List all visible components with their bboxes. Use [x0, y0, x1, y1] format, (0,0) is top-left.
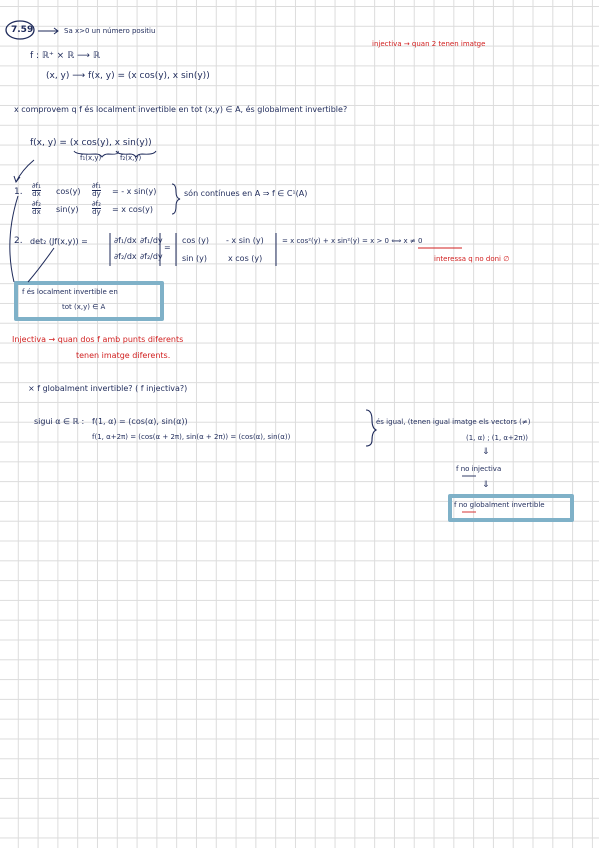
partial-f1-x: ∂f₁ dx — [32, 183, 41, 198]
jacobian-det-label: det₂ (Jf(x,y)) = — [30, 237, 88, 246]
vector-pair: (1, α) ; (1, α+2π)) — [466, 434, 529, 442]
jacobian-partial-11: ∂f₁/dx — [114, 236, 137, 245]
step2-to-conclusion-arrow — [27, 247, 55, 283]
partial-f1-y-value: = - x sin(y) — [112, 187, 157, 196]
partial-f2-y-den: dy — [92, 208, 101, 216]
jacobian-equals: = — [164, 243, 171, 252]
partial-f1-x-value: cos(y) — [56, 187, 81, 196]
implies-arrow-1: ⇓ — [482, 447, 490, 457]
local-invertible-line2: tot (x,y) ∈ A — [62, 303, 106, 311]
step-1-number: 1. — [14, 187, 23, 197]
partial-f1-x-den: dx — [32, 190, 41, 198]
f-definition: f(x, y) = (x cos(y), x sin(y)) — [30, 138, 152, 148]
injective-definition-line2: tenen imatge diferents. — [76, 351, 171, 360]
map-rule-line: (x, y) ⟶ f(x, y) = (x cos(y), x sin(y)) — [46, 71, 210, 81]
map-domain-line: f : ℝ⁺ × ℝ ⟶ ℝ — [30, 51, 100, 61]
partial-f2-x-den: dx — [32, 208, 41, 216]
definition-to-step1-arrow — [15, 159, 35, 183]
determinant-result: = x cos²(y) + x sin²(y) = x > 0 ⟺ x ≠ 0 — [282, 237, 423, 245]
not-global-invertible-box — [448, 494, 574, 522]
example-f-alpha: f(1, α) = (cos(α), sin(α)) — [92, 417, 188, 426]
question-global-injective: × f globalment invertible? ( f injectiva… — [28, 384, 188, 393]
example-lead: sigui α ∈ ℝ : — [34, 417, 85, 426]
question-local-global: x comprovem q f és localment invertible … — [14, 105, 348, 114]
same-image-note: és igual, (tenen igual imatge els vector… — [376, 418, 531, 426]
step1-right-brace — [171, 183, 181, 215]
jacobian-value-21: sin (y) — [182, 254, 207, 263]
partial-f2-y-value: = x cos(y) — [112, 205, 153, 214]
jacobian-partial-21: ∂f₂/dx — [114, 252, 137, 261]
not-injective-text: f no injectiva — [456, 465, 502, 473]
partial-f1-x-num: ∂f₁ — [32, 182, 41, 190]
problem-number: 7.59 — [11, 25, 34, 35]
jacobian-partial-22: ∂f₂/dy — [140, 252, 163, 261]
jacobian-value-11: cos (y) — [182, 236, 209, 245]
jacobian-value-22: x cos (y) — [228, 254, 263, 263]
local-invertible-box — [14, 281, 164, 321]
f1-label: f₁(x,y) — [80, 154, 102, 162]
partial-f1-y-den: dy — [92, 190, 101, 198]
statement-arrow — [38, 27, 59, 35]
jacobian-value-12: - x sin (y) — [226, 236, 264, 245]
not-global-invertible-text: f no globalment invertible — [454, 501, 545, 509]
injective-red-note: injectiva → quan 2 tenen imatge — [372, 40, 486, 48]
determinant-red-note: interessa q no doni ∅ — [434, 255, 510, 263]
partial-f2-x-num: ∂f₂ — [32, 200, 41, 208]
partial-f2-x: ∂f₂ dx — [32, 201, 41, 216]
example-right-brace — [365, 409, 378, 447]
partial-f1-y: ∂f₁ dy — [92, 183, 101, 198]
partial-f2-y-num: ∂f₂ — [92, 200, 101, 208]
definition-to-step1-arrowhead — [13, 175, 21, 184]
partial-f2-x-value: sin(y) — [56, 205, 79, 214]
local-invertible-line1: f és localment invertible en — [22, 288, 118, 296]
f2-label: f₂(x,y) — [120, 154, 142, 162]
continuity-statement: són contínues en A ⇒ f ∈ C¹(A) — [184, 189, 308, 198]
partial-f2-y: ∂f₂ dy — [92, 201, 101, 216]
implies-arrow-2: ⇓ — [482, 480, 490, 490]
partial-f1-y-num: ∂f₁ — [92, 182, 101, 190]
given-statement: Sa x>0 un número positiu — [64, 27, 156, 35]
injective-definition-line1: Injectiva → quan dos f amb punts diferen… — [12, 335, 184, 344]
step-2-number: 2. — [14, 236, 23, 246]
example-f-alpha-2pi: f(1, α+2π) = (cos(α + 2π), sin(α + 2π)) … — [92, 433, 291, 441]
jacobian-partial-12: ∂f₁/dy — [140, 236, 163, 245]
